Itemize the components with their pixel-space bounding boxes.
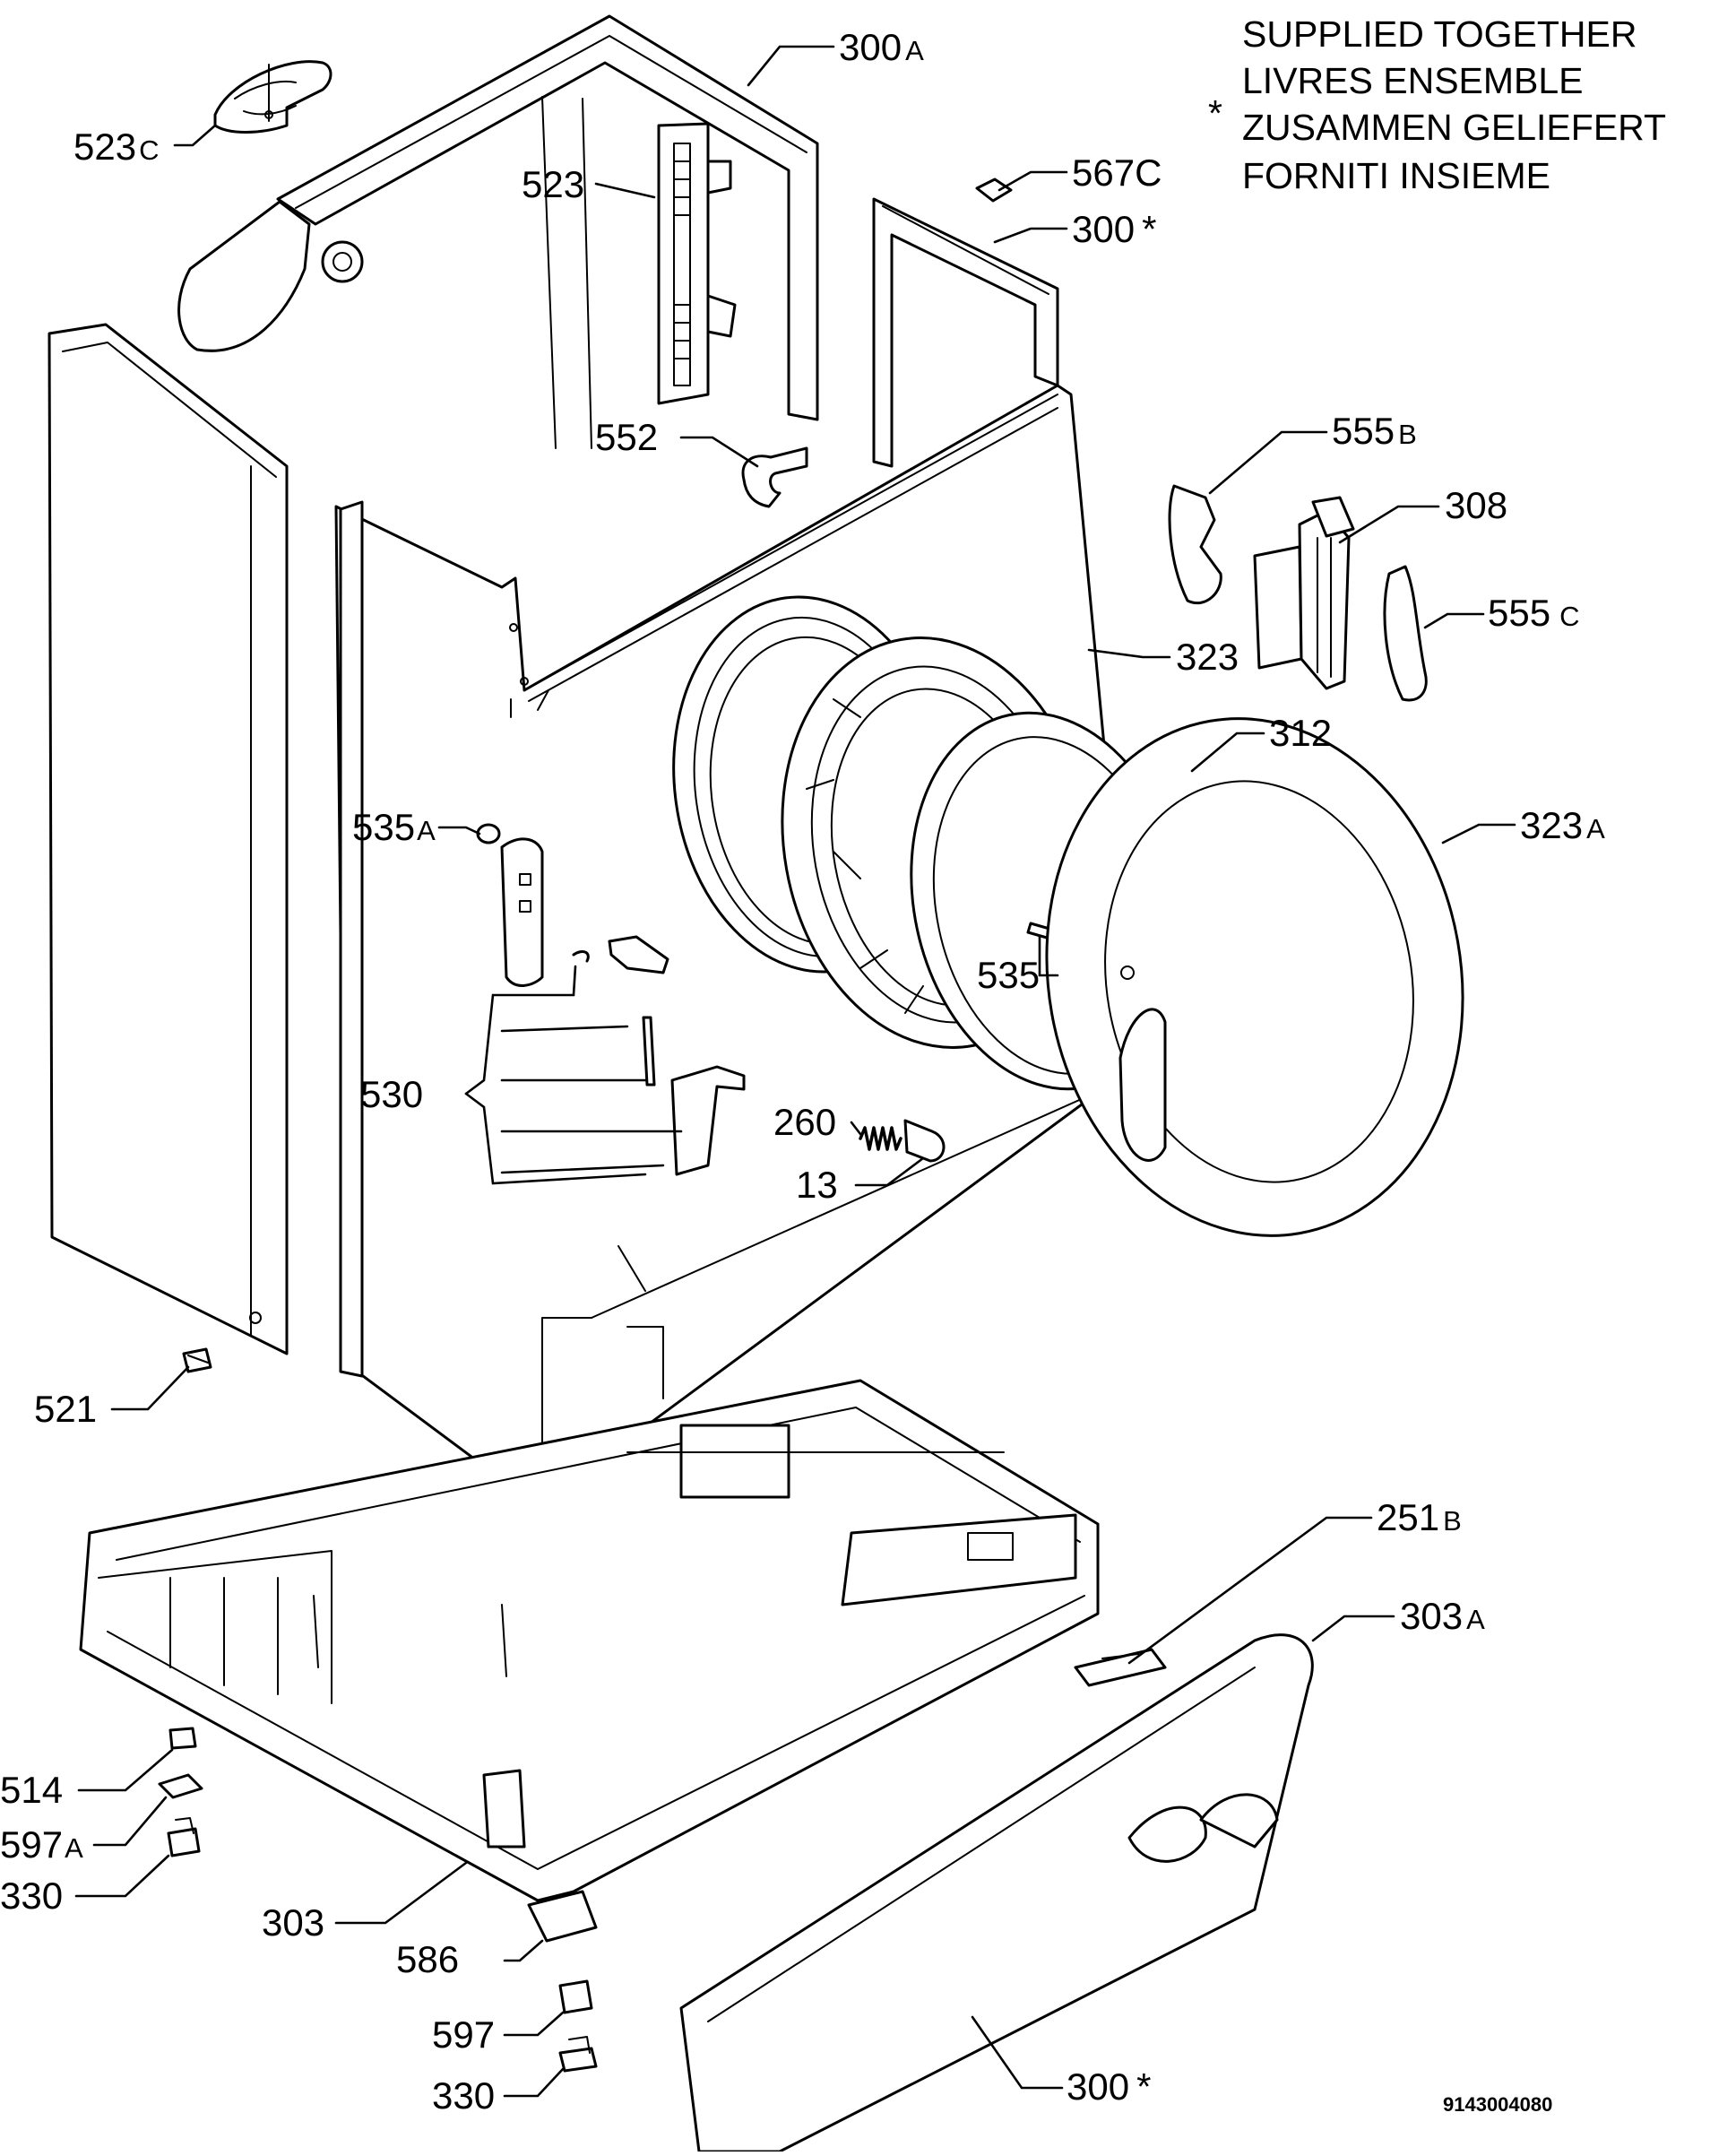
part-535a-cap bbox=[476, 823, 501, 844]
part-330-bottom-foot bbox=[558, 2036, 598, 2073]
callout-300-star-top: 300* bbox=[1072, 208, 1156, 250]
document-number: 9143004080 bbox=[1443, 2093, 1552, 2116]
callout-586: 586 bbox=[396, 1938, 459, 1980]
part-300a-top-frame bbox=[177, 14, 819, 449]
callout-597: 597 bbox=[432, 2013, 495, 2056]
note-line-1: SUPPLIED TOGETHER bbox=[1242, 13, 1637, 55]
part-521-screw bbox=[182, 1347, 212, 1373]
callout-597a: 597A bbox=[0, 1823, 83, 1866]
callout-523c: 523C bbox=[73, 126, 159, 168]
callout-13: 13 bbox=[796, 1164, 838, 1206]
callout-535a: 535A bbox=[352, 806, 436, 848]
callout-312: 312 bbox=[1269, 712, 1332, 754]
note-line-2: LIVRES ENSEMBLE bbox=[1242, 60, 1584, 101]
part-303a-plinth bbox=[679, 1633, 1314, 2153]
callout-260: 260 bbox=[773, 1101, 836, 1143]
note-line-4: FORNITI INSIEME bbox=[1242, 155, 1550, 196]
callout-323: 323 bbox=[1176, 636, 1239, 678]
callout-535: 535 bbox=[977, 954, 1040, 996]
part-251b-clip bbox=[1074, 1648, 1167, 1687]
part-523c-clip bbox=[213, 60, 332, 134]
callout-552: 552 bbox=[595, 416, 658, 458]
part-260-spring bbox=[859, 1126, 902, 1151]
supplied-together-note: * SUPPLIED TOGETHER LIVRES ENSEMBLE ZUSA… bbox=[1208, 13, 1666, 196]
callout-330-left: 330 bbox=[0, 1875, 63, 1917]
callout-521: 521 bbox=[34, 1388, 97, 1430]
note-asterisk: * bbox=[1208, 92, 1222, 134]
part-555b-plate bbox=[1168, 484, 1222, 605]
part-308-hinge bbox=[1253, 496, 1355, 690]
part-567c-clip bbox=[975, 178, 1013, 203]
callout-330-bottom: 330 bbox=[432, 2074, 495, 2117]
note-line-3: ZUSAMMEN GELIEFERT bbox=[1242, 107, 1666, 148]
part-323a-front-door bbox=[1045, 717, 1464, 1237]
leader-lines bbox=[74, 45, 1516, 2098]
part-586-foot-bracket bbox=[527, 1890, 598, 1943]
callout-303: 303 bbox=[262, 1901, 324, 1944]
part-597a-washer bbox=[158, 1773, 203, 1799]
part-552-hook bbox=[741, 446, 808, 508]
part-13-cap bbox=[903, 1119, 946, 1163]
callout-308: 308 bbox=[1445, 484, 1507, 526]
part-330-left-foot bbox=[167, 1817, 201, 1857]
part-514-screw bbox=[168, 1727, 197, 1750]
callout-514: 514 bbox=[0, 1769, 63, 1811]
part-left-middle-panel bbox=[339, 500, 364, 1378]
callout-300-star-bottom: 300* bbox=[1067, 2065, 1151, 2108]
callout-530: 530 bbox=[360, 1073, 423, 1115]
callout-567c: 567C bbox=[1072, 152, 1162, 194]
part-555c-plate bbox=[1383, 565, 1428, 702]
part-597-foot bbox=[558, 1979, 593, 2014]
part-303-base-frame bbox=[79, 1326, 1100, 1902]
callout-523: 523 bbox=[522, 163, 584, 205]
part-left-side-panel bbox=[48, 323, 289, 1355]
part-523-bracket bbox=[657, 122, 737, 405]
part-530-lock-assembly bbox=[500, 837, 746, 1176]
